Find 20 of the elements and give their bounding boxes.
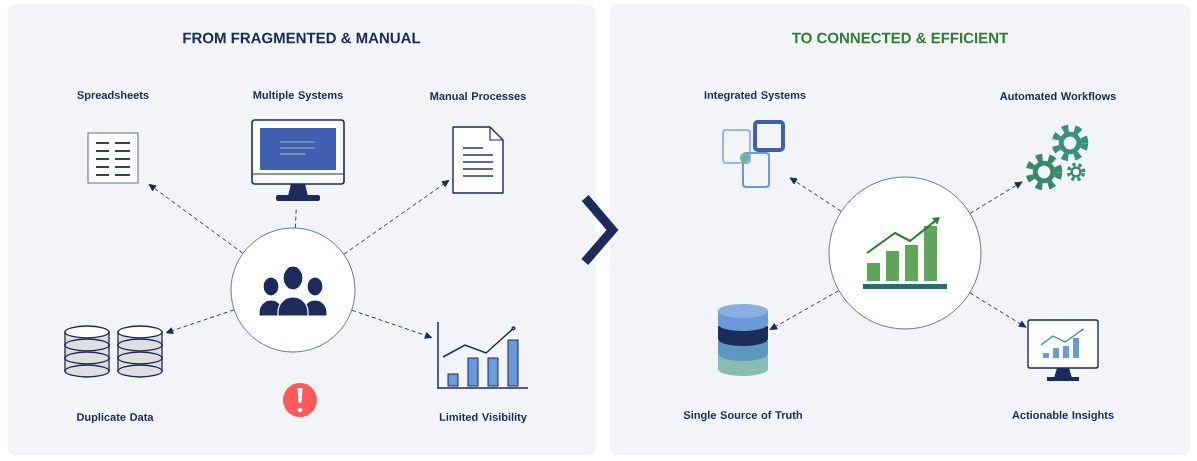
connector bbox=[769, 290, 840, 331]
item-label: Actionable Insights bbox=[1012, 410, 1114, 422]
item-label: Single Source of Truth bbox=[683, 410, 802, 422]
connector bbox=[969, 292, 1027, 328]
connector bbox=[351, 309, 433, 339]
item-label: Multiple Systems bbox=[253, 90, 343, 102]
item-label: Automated Workflows bbox=[1000, 91, 1116, 101]
item-label: Integrated Systems bbox=[704, 90, 806, 102]
connector bbox=[969, 181, 1023, 214]
connector bbox=[343, 180, 450, 255]
connector bbox=[165, 309, 235, 334]
hub-circle bbox=[828, 176, 982, 330]
item-label: Manual Processes bbox=[430, 91, 526, 101]
connector bbox=[789, 177, 842, 212]
item-label: Limited Visibility bbox=[439, 412, 527, 424]
connector bbox=[295, 207, 297, 229]
item-label: Duplicate Data bbox=[77, 412, 154, 424]
item-label: Spreadsheets bbox=[77, 90, 149, 102]
connector bbox=[148, 184, 244, 254]
hub-circle bbox=[230, 227, 356, 353]
